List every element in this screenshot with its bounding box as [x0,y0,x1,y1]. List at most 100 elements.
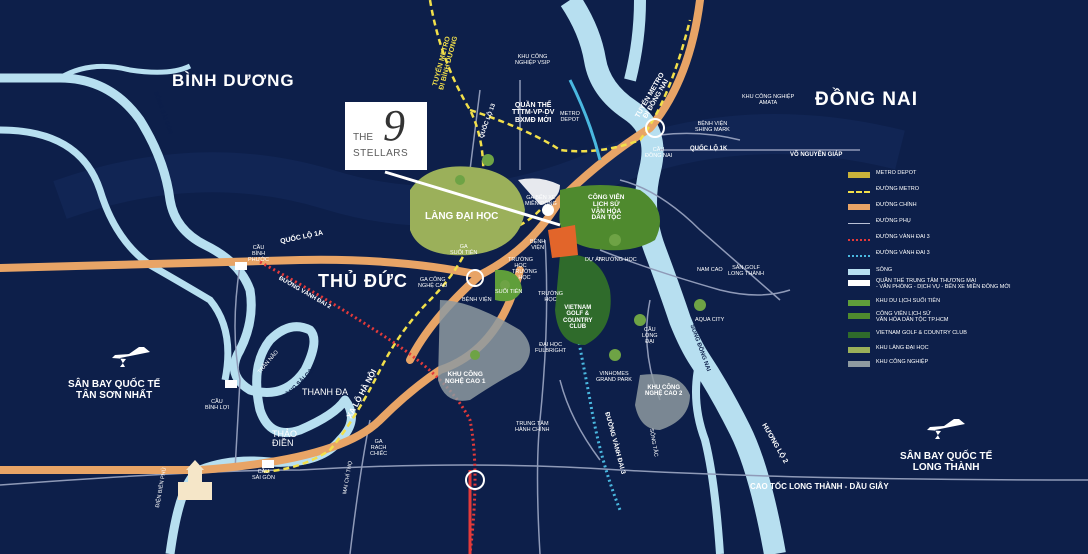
legend-item: KHU CÔNG NGHIỆP [848,359,1078,369]
legend-swatch [848,332,870,338]
label-du-an: DỰ ÁN [585,257,603,263]
landmark-building-icon [178,460,212,500]
legend-label: ĐƯỜNG VÀNH ĐAI 3 [876,250,930,256]
road-nguyen-giap: VÕ NGUYÊN GIÁP [790,152,843,158]
ring-road-3-north [568,79,602,161]
legend-label: ĐƯỜNG CHÍNH [876,202,917,208]
logo-stellars: STELLARS [353,148,409,159]
legend-swatch [848,204,870,210]
label-cau-dong-nai: CẦU ĐỒNG NAI [645,147,673,159]
region-thu-duc: THỦ ĐỨC [318,271,408,291]
label-trung-tam-hc: TRUNG TÂM HÀNH CHÍNH [515,421,550,433]
khu-cn-cao-1-area [438,300,530,401]
label-ga-ben-xe: GA BẾN XE MIỀN ĐÔNG [525,195,557,207]
dong-nai-river [560,0,786,554]
legend-label: QUẦN THỂ TRUNG TÂM THƯƠNG MẠI - VĂN PHÒN… [876,278,1011,290]
road-cao-toc: CAO TỐC LONG THÀNH - DẦU GIÂY [750,482,889,491]
legend-swatch [848,347,870,353]
legend-item: ĐƯỜNG METRO [848,186,1078,196]
label-cong-vien: CÔNG VIÊN LỊCH SỬ VĂN HÓA DÂN TỘC [588,194,625,222]
legend-label: KHU DU LỊCH SUỐI TIÊN [876,298,941,304]
label-truong-hoc-4: TRƯỜNG HỌC [538,291,563,303]
label-suoi-tien: SUỐI TIÊN [495,289,523,295]
region-thao-dien: THẢO ĐIỀN [272,429,298,449]
label-metro-depot: METRO DEPOT [560,111,580,123]
road-ql1k: QUỐC LỘ 1K [690,146,728,152]
legend-item: VIETNAM GOLF & COUNTRY CLUB [848,330,1078,340]
legend-item: QUẦN THỂ TRUNG TÂM THƯƠNG MẠI - VĂN PHÒN… [848,278,1078,290]
legend-label: CÔNG VIÊN LỊCH SỬ VĂN HÓA DÂN TỘC TP.HCM [876,311,949,323]
interchange-ben-xe [542,204,554,216]
airport-long-thanh: SÂN BAY QUỐC TẾ LONG THÀNH [900,451,993,473]
label-cau-binh-loi: CẦU BÌNH LỢI [205,399,229,411]
legend-label: METRO DEPOT [876,170,917,176]
label-cau-long-dai: CẦU LONG ĐẠI [642,327,658,345]
label-dai-hoc-fulbright: ĐẠI HỌC FULBRIGHT [535,342,567,354]
label-ga-cong-nghe-cao: GA CÔNG NGHỆ CAO [418,277,448,289]
interchange-south [465,470,485,490]
project-logo: THE 9 STELLARS [345,101,427,170]
legend-swatch [848,223,870,224]
legend-swatch [848,300,870,306]
label-ga-suoi-tien: GA SUỐI TIÊN [450,244,478,256]
airport-tan-son-nhat: SÂN BAY QUỐC TẾ TÂN SƠN NHẤT [68,379,161,401]
logo-the: THE [353,132,373,143]
label-cau-binh-phuoc: CẦU BÌNH PHƯỚC [248,245,270,263]
trees [455,154,706,361]
road-nam-cao: NAM CAO [697,267,723,273]
label-cau-sai-gon: CẦU SÀI GÒN [252,469,275,481]
label-lang-dai-hoc: LÀNG ĐẠI HỌC [425,211,499,222]
legend-label: ĐƯỜNG PHỤ [876,218,911,224]
label-truong-hoc-2: TRƯỜNG HỌC [512,269,537,281]
legend-item: SÔNG [848,267,1078,277]
label-golf: VIETNAM GOLF & COUNTRY CLUB [563,305,593,330]
legend-item: KHU DU LỊCH SUỐI TIÊN [848,298,1078,308]
legend-swatch [848,269,870,275]
legend-item: ĐƯỜNG VÀNH ĐAI 3 [848,234,1078,244]
label-benh-vien-2: BỆNH VIỆN [530,239,546,251]
label-truong-hoc-3: TRƯỜNG HỌC [598,257,637,263]
project-site [548,225,578,258]
bridge-binh-loi [225,380,237,388]
legend-item: ĐƯỜNG PHỤ [848,218,1078,228]
legend-swatch [848,361,870,367]
legend-label: ĐƯỜNG VÀNH ĐAI 3 [876,234,930,240]
label-aqua-city: AQUA CITY [695,317,725,323]
legend-label: KHU CÔNG NGHIỆP [876,359,929,365]
label-bv-shing-mark: BỆNH VIỆN SHING MARK [695,121,730,133]
logo-pointer [384,170,561,227]
legend-item: KHU LÀNG ĐẠI HỌC [848,345,1078,355]
interchange-dong-nai [645,118,665,138]
legend-item: CÔNG VIÊN LỊCH SỬ VĂN HÓA DÂN TỘC TP.HCM [848,311,1078,323]
label-vinhomes: VINHOMES GRAND PARK [596,371,632,383]
interchange-thu-duc [466,269,484,287]
dong-nai-river-branch [692,359,724,554]
legend-item: METRO DEPOT [848,170,1078,180]
legend-label: VIETNAM GOLF & COUNTRY CLUB [876,330,967,336]
label-ga-rach-chiec: GA RẠCH CHIẾC [370,439,388,457]
saigon-river [0,73,356,554]
label-khu-cn-cao-2: KHU CÔNG NGHỆ CAO 2 [645,385,683,398]
label-khu-cn-cao-1: KHU CÔNG NGHỆ CAO 1 [445,371,486,385]
legend-swatch [848,313,870,319]
legend-item: ĐƯỜNG VÀNH ĐAI 3 [848,250,1078,260]
label-san-golf: SÂN GOLF LONG THÀNH [728,265,764,277]
quan-the-area [518,178,560,205]
legend-swatch [848,191,870,193]
legend-swatch [848,280,870,286]
airplane-icon [927,419,965,439]
legend-label: SÔNG [876,267,893,273]
khu-cn-cao-2-area [635,374,690,430]
cong-vien-area [559,185,660,251]
logo-nine: 9 [383,101,405,150]
label-khu-cn-amata: KHU CÔNG NGHIỆP AMATA [742,94,795,106]
legend-label: KHU LÀNG ĐẠI HỌC [876,345,929,351]
bridge-sai-gon [262,460,274,468]
river-tributary [58,63,192,81]
golf-area [555,254,611,345]
legend-swatch [848,172,870,178]
legend-label: ĐƯỜNG METRO [876,186,920,192]
